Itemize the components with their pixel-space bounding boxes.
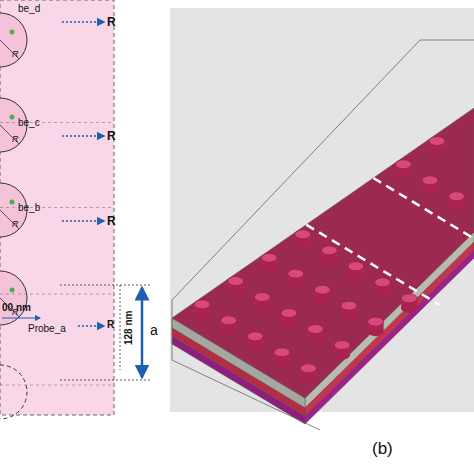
pillar-base [274, 358, 290, 367]
annotation-label: R [107, 320, 114, 330]
pillar-base [221, 326, 237, 335]
pillar-top [274, 348, 290, 357]
pillar-top [401, 294, 417, 303]
pillar-base [295, 240, 311, 249]
pillar-base [281, 319, 297, 328]
pillar-base [368, 327, 384, 336]
pillar-base [334, 351, 350, 360]
pillar-top [375, 278, 391, 287]
pillar-base [449, 202, 465, 211]
reflection-arrow [62, 21, 104, 23]
annotation-label: R [12, 135, 19, 144]
pillar-top [348, 262, 364, 271]
hole-semicircle [0, 365, 27, 419]
panel-label: (b) [372, 440, 393, 457]
pillar-top [314, 285, 330, 294]
pillar-top [228, 277, 244, 286]
unit-cell-panel [0, 0, 114, 419]
hole-semicircle [0, 13, 27, 67]
pillar-base [288, 279, 304, 288]
pillar-top [449, 192, 465, 201]
pillar-base [395, 170, 411, 179]
pillar-top [395, 160, 411, 169]
annotation-label: be_d [18, 4, 40, 14]
pillar-top [295, 230, 311, 239]
pillar-base [261, 263, 277, 272]
annotation-label: R [12, 308, 19, 317]
pillar-base [375, 288, 391, 297]
pillar-top [288, 269, 304, 278]
annotation-label: be_c [18, 118, 40, 128]
annotation-label: R [12, 50, 19, 59]
section-line [373, 178, 474, 258]
pillar-base [341, 311, 357, 320]
annotation-label: R [12, 220, 19, 229]
pillar-base [314, 295, 330, 304]
pillar-top [334, 341, 350, 350]
radius-line [0, 210, 19, 229]
pillar-top [254, 293, 270, 302]
pillar-top [221, 316, 237, 325]
pillar-base [307, 335, 323, 344]
pillar-base [247, 342, 263, 351]
cell-boundary [0, 294, 114, 295]
annotation-label: R [107, 130, 116, 142]
pillar-top [307, 325, 323, 334]
section-line [306, 225, 439, 305]
cell-boundary [0, 122, 114, 123]
simulation-box [172, 40, 474, 430]
cell-boundary [0, 385, 114, 386]
dimension-label: 128 nm [124, 311, 134, 345]
pillar-top [194, 300, 210, 309]
pillar-base [348, 272, 364, 281]
waveguide-3d-view [170, 8, 474, 430]
radius-line [0, 40, 19, 59]
annotation-label: R [107, 215, 116, 227]
extension-line [60, 285, 150, 286]
pillar-top [422, 176, 438, 185]
dimension-arrow [2, 318, 40, 319]
reflection-arrow [62, 220, 104, 222]
radius-line [0, 125, 19, 144]
pillar-top [300, 364, 316, 373]
pillar-base [228, 287, 244, 296]
pillar-base [300, 374, 316, 383]
reflection-arrow [62, 135, 104, 137]
probe-dot [10, 115, 15, 120]
pillar-base [401, 304, 417, 313]
pillar-top [281, 309, 297, 318]
pillar-top [429, 137, 445, 146]
pillar-base [321, 256, 337, 265]
probe-dot [10, 288, 15, 293]
probe-dot [10, 30, 15, 35]
pillar-base [429, 147, 445, 156]
period-arrow [141, 288, 144, 377]
cell-boundary [0, 207, 114, 208]
pillar-top [261, 253, 277, 262]
annotation-label: be_b [18, 203, 40, 213]
annotation-label: Probe_a [28, 324, 66, 334]
annotation-label: R [107, 16, 116, 28]
pillar-top [321, 246, 337, 255]
pillar-top [368, 317, 384, 326]
reflection-arrow [78, 325, 104, 327]
dimension-line [120, 285, 121, 370]
hole-semicircle [0, 271, 27, 325]
pillar-top [341, 301, 357, 310]
extension-line [60, 380, 150, 381]
pillar-top [247, 332, 263, 341]
annotation-label: a [150, 323, 158, 337]
pillar-base [422, 186, 438, 195]
pillar-base [194, 310, 210, 319]
probe-dot [10, 200, 15, 205]
pillar-base [254, 303, 270, 312]
